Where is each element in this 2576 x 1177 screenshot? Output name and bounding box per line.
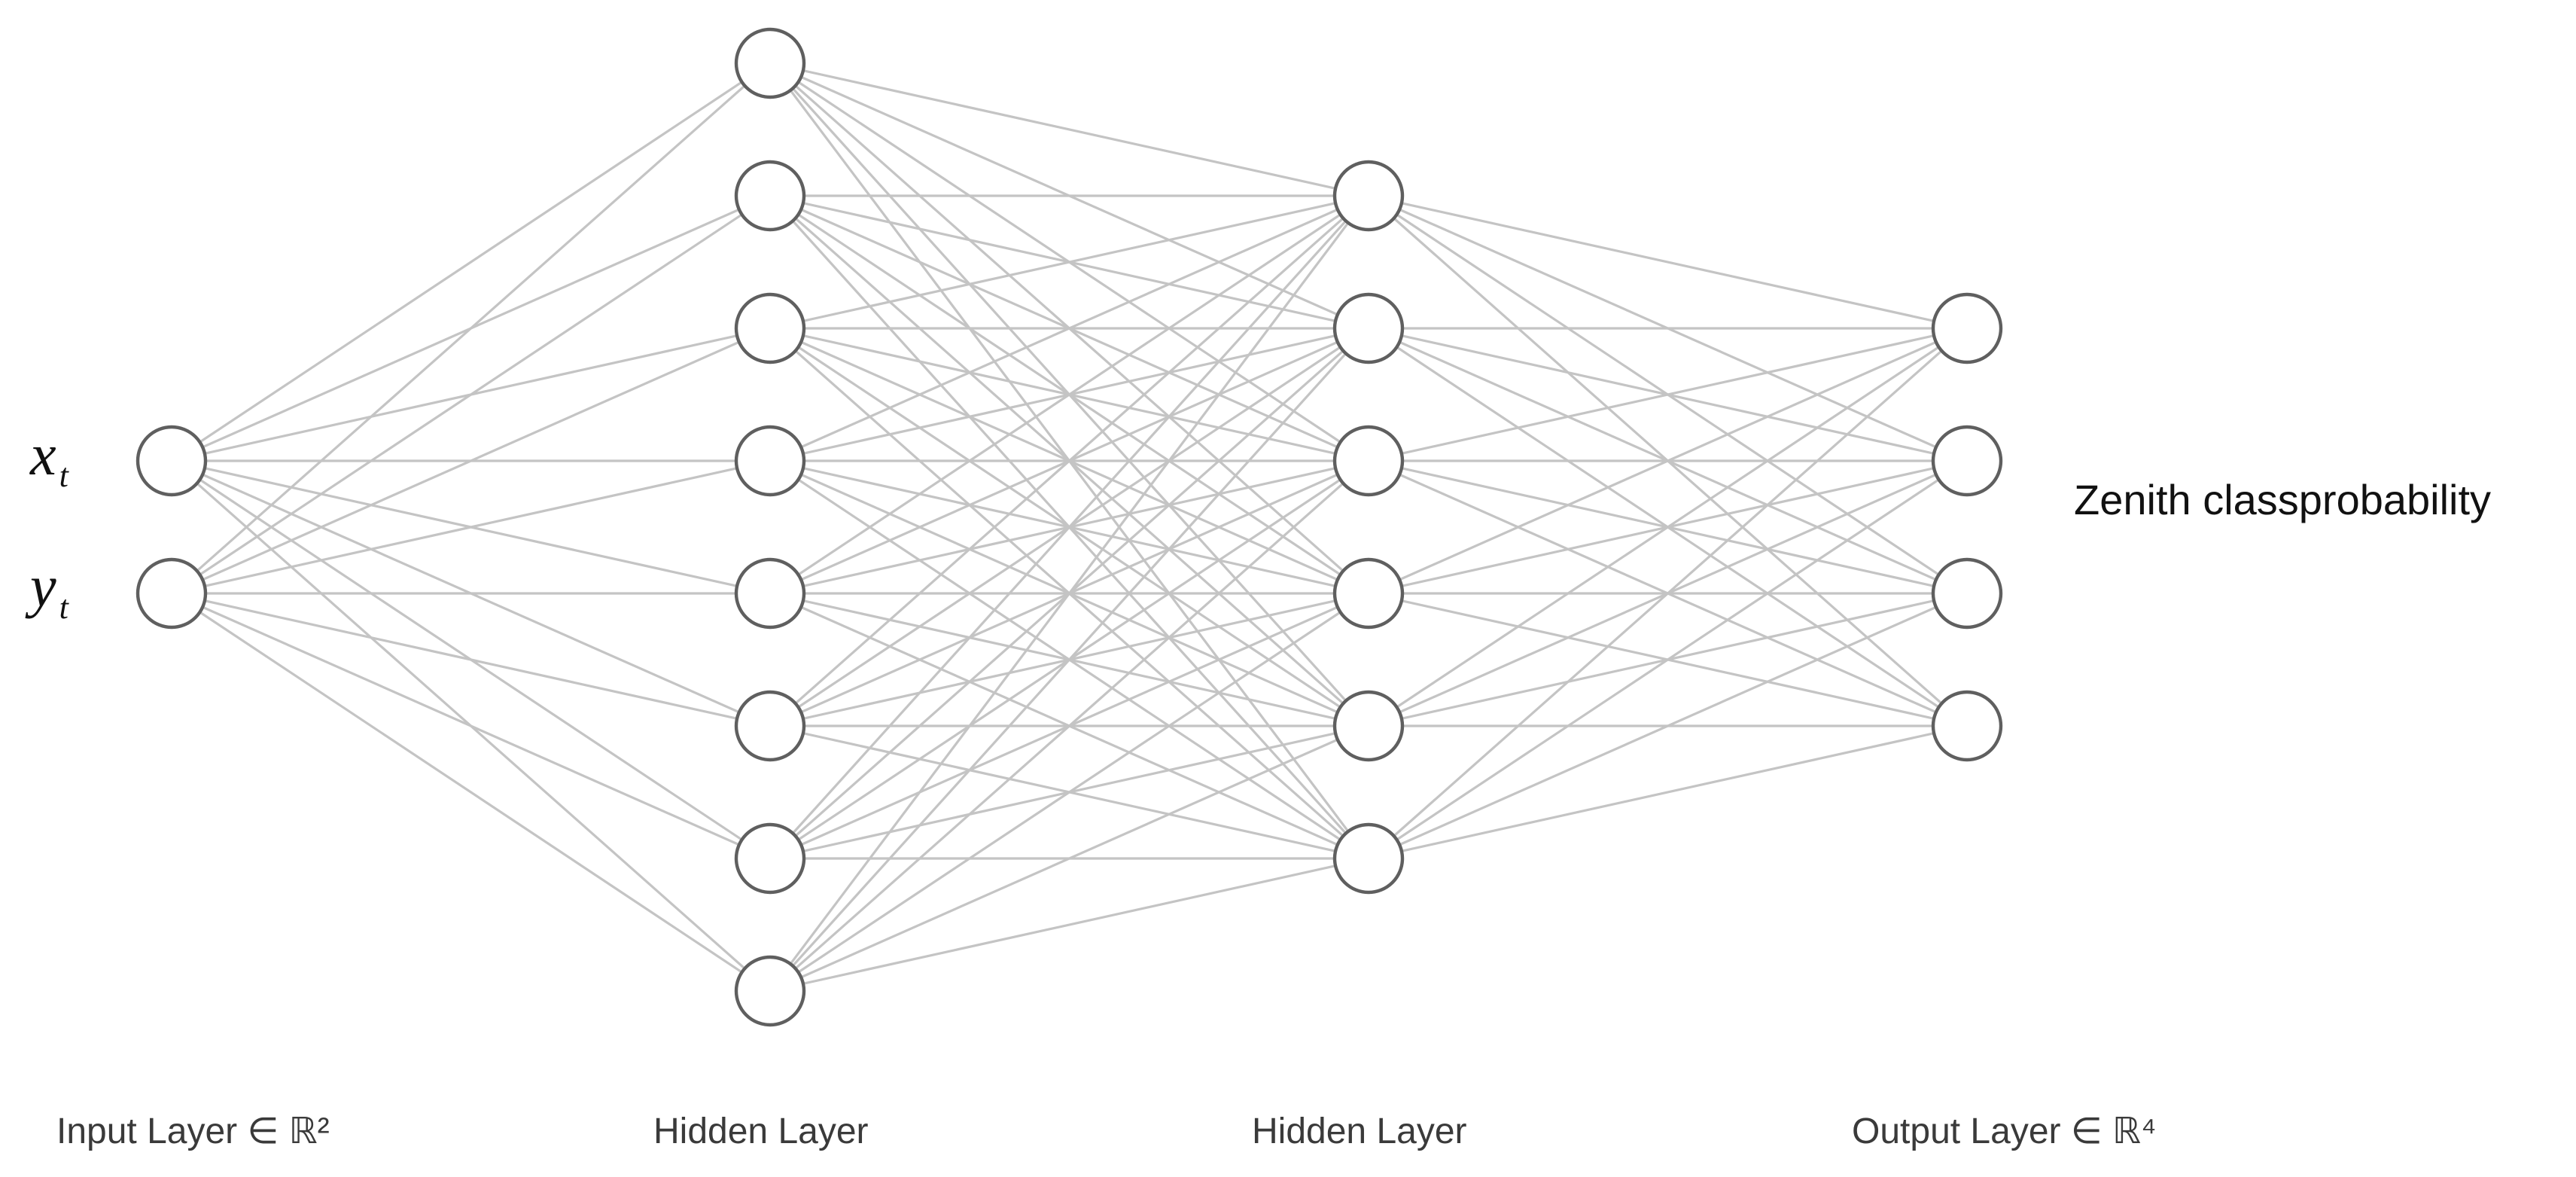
hidden2-node-1 [1332,292,1405,364]
hidden2-node-4 [1332,690,1405,762]
hidden1-node-5 [734,690,806,762]
edge-hidden1-0-hidden2-0 [769,62,1369,197]
edge-hidden1-4-hidden2-0 [769,194,1369,595]
hidden2-node-3 [1332,557,1405,630]
input-node-0 [135,425,208,497]
edge-hidden2-5-output-1 [1368,459,1968,860]
edge-input-1-hidden1-6 [171,592,771,860]
edge-hidden1-5-hidden2-0 [769,194,1370,727]
connections [170,62,1969,993]
hidden1-node-7 [734,955,806,1027]
edge-hidden1-7-hidden2-1 [769,327,1370,993]
edge-hidden1-7-hidden2-5 [769,857,1369,993]
output-node-2 [1931,557,2003,630]
layer-label-hidden2: Hidden Layer [1252,1111,1467,1151]
hidden1-node-2 [734,292,806,364]
edge-input-1-hidden1-5 [171,592,771,727]
edge-hidden2-5-output-2 [1368,592,1968,860]
edge-input-1-hidden1-1 [171,194,771,595]
edge-hidden1-7-hidden2-0 [769,195,1370,992]
hidden1-node-6 [734,822,806,895]
edge-hidden2-4-output-0 [1368,327,1968,727]
output-node-1 [1931,425,2003,497]
edge-hidden1-7-hidden2-4 [769,724,1369,993]
layer-label-output: Output Layer ∈ ℝ⁴ [1852,1111,2157,1151]
input-label-y: yt [25,553,70,626]
output-node-3 [1931,690,2003,762]
hidden2-node-5 [1332,822,1405,895]
edge-input-1-hidden1-3 [171,459,771,595]
layer-label-input: Input Layer ∈ ℝ² [56,1111,330,1151]
layer-label-hidden1: Hidden Layer [653,1111,869,1151]
neurons [135,27,2003,1027]
input-node-1 [135,557,208,630]
hidden1-node-4 [734,557,806,630]
edge-hidden1-3-hidden2-0 [769,194,1369,462]
edge-input-1-hidden1-7 [171,592,771,993]
hidden2-node-0 [1332,160,1405,232]
hidden1-node-3 [734,425,806,497]
edge-input-0-hidden1-0 [171,62,771,462]
input-label-x: xt [29,422,70,494]
hidden2-node-2 [1332,425,1405,497]
edge-hidden2-5-output-0 [1367,327,1969,860]
edge-input-1-hidden1-0 [170,62,772,595]
edge-hidden1-6-hidden2-0 [769,194,1370,860]
edge-hidden1-7-hidden2-2 [769,459,1370,993]
edge-hidden1-2-hidden2-0 [769,194,1369,330]
hidden1-node-1 [734,160,806,232]
edge-input-1-hidden1-2 [171,327,771,595]
edge-hidden2-2-output-0 [1368,327,1968,462]
edge-hidden2-0-output-0 [1368,194,1968,330]
edge-hidden1-7-hidden2-3 [769,592,1369,993]
edge-hidden2-3-output-0 [1368,327,1968,595]
output-node-0 [1931,292,2003,364]
output-description: Zenith classprobability [2074,476,2491,523]
edge-hidden2-5-output-3 [1368,724,1968,860]
hidden1-node-0 [734,27,806,99]
